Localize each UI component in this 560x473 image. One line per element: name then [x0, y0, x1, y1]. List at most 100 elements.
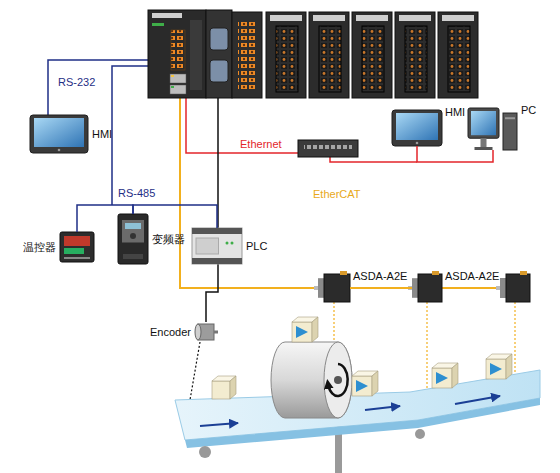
device-icon	[30, 115, 88, 153]
hmi-screen	[396, 113, 438, 140]
pv-display	[64, 236, 90, 246]
motor-shaft	[314, 286, 318, 290]
drive-slot	[505, 117, 515, 119]
support-roller	[199, 446, 211, 458]
rj45-port	[170, 74, 186, 83]
logo-strip	[152, 13, 182, 18]
terminal-block	[405, 26, 427, 92]
monitor-frame	[468, 108, 499, 138]
module-label	[356, 15, 388, 21]
device-icon	[392, 110, 442, 146]
device-icon	[412, 274, 442, 302]
terminal-strip	[192, 228, 242, 234]
io-module	[438, 12, 478, 98]
db9-port	[210, 28, 228, 50]
box-side	[452, 363, 458, 388]
io-module	[352, 12, 392, 98]
box-face	[352, 376, 372, 396]
leader-line	[426, 302, 427, 392]
motion-arrow	[200, 423, 238, 426]
hmi-button	[416, 142, 419, 145]
status-led	[152, 23, 164, 26]
drum-face	[324, 342, 352, 418]
motor-connector	[432, 271, 439, 275]
drive-vent	[123, 254, 143, 259]
hmi-panel: HMI	[392, 110, 442, 146]
pc-workstation: PC	[468, 108, 518, 150]
device-icon	[192, 228, 242, 264]
device-icon	[118, 214, 148, 264]
monitor-screen	[471, 111, 496, 135]
terminal-block	[448, 26, 470, 92]
device-label: ASDA-A2E	[353, 270, 407, 283]
device-icon	[60, 232, 94, 262]
device-label: 变频器	[152, 233, 185, 246]
ethercat-cable	[180, 96, 318, 288]
status-led	[226, 242, 229, 245]
package-box	[432, 363, 458, 388]
hmi-frame	[392, 110, 442, 146]
hmi-frame	[30, 115, 88, 153]
terminal-block	[319, 26, 341, 92]
package-box	[486, 354, 512, 379]
support-roller	[415, 429, 425, 439]
key-row	[64, 257, 90, 259]
box-side	[312, 317, 318, 342]
drive-body	[118, 214, 148, 264]
box-face	[486, 359, 506, 379]
servo-drive: ASDA-A2E	[412, 274, 442, 302]
db9-port	[210, 60, 228, 82]
module-label	[442, 15, 474, 21]
comm-module	[206, 10, 232, 98]
encoder-shaft	[214, 331, 218, 334]
device-label: PLC	[246, 240, 267, 253]
motor-body	[506, 274, 530, 302]
servo-motor	[496, 271, 530, 302]
plc-unit: PLC	[192, 228, 242, 264]
status-led	[231, 242, 234, 245]
box-mark	[490, 363, 502, 375]
port-led	[171, 75, 174, 77]
switch-ports	[304, 145, 352, 151]
plc-controller	[148, 10, 478, 98]
device-icon	[468, 108, 518, 150]
cpu-module	[148, 10, 206, 98]
device-label: ASDA-A2E	[445, 270, 499, 283]
pc-tower	[503, 113, 517, 150]
monitor-base	[475, 147, 493, 150]
drive-panel	[122, 220, 144, 243]
hmi-panel: HMI	[30, 115, 88, 153]
temperature-controller: 温控器	[60, 232, 94, 262]
device-label: 温控器	[23, 241, 56, 254]
package-box	[352, 371, 378, 396]
motor-body	[324, 274, 350, 302]
terminal-block	[171, 30, 185, 70]
sv-display	[64, 248, 84, 254]
motor-shaft	[496, 286, 500, 290]
box-face	[432, 368, 452, 388]
box-mark	[296, 326, 308, 338]
package-box	[292, 317, 318, 342]
leader-line	[190, 342, 200, 400]
motor-body	[418, 274, 442, 302]
device-label: HMI	[92, 128, 112, 141]
drive-display	[125, 223, 141, 229]
rs485-bus	[133, 205, 217, 228]
port-led	[171, 86, 174, 88]
module-label	[313, 15, 345, 21]
rs485-bus	[77, 205, 133, 232]
cpu-panel	[190, 20, 202, 90]
box-face	[292, 322, 312, 342]
switch-body	[298, 140, 358, 157]
drive-knob	[130, 233, 136, 239]
io-module	[232, 12, 262, 98]
leader-line	[333, 302, 334, 342]
rotation-arrow	[328, 364, 348, 396]
hmi-screen	[34, 118, 84, 147]
rj45-port	[170, 85, 186, 94]
device-label: HMI	[445, 106, 465, 119]
motion-arrow	[365, 406, 400, 410]
network-label: EtherCAT	[313, 188, 360, 201]
box-side	[506, 354, 512, 379]
box-side	[372, 371, 378, 396]
